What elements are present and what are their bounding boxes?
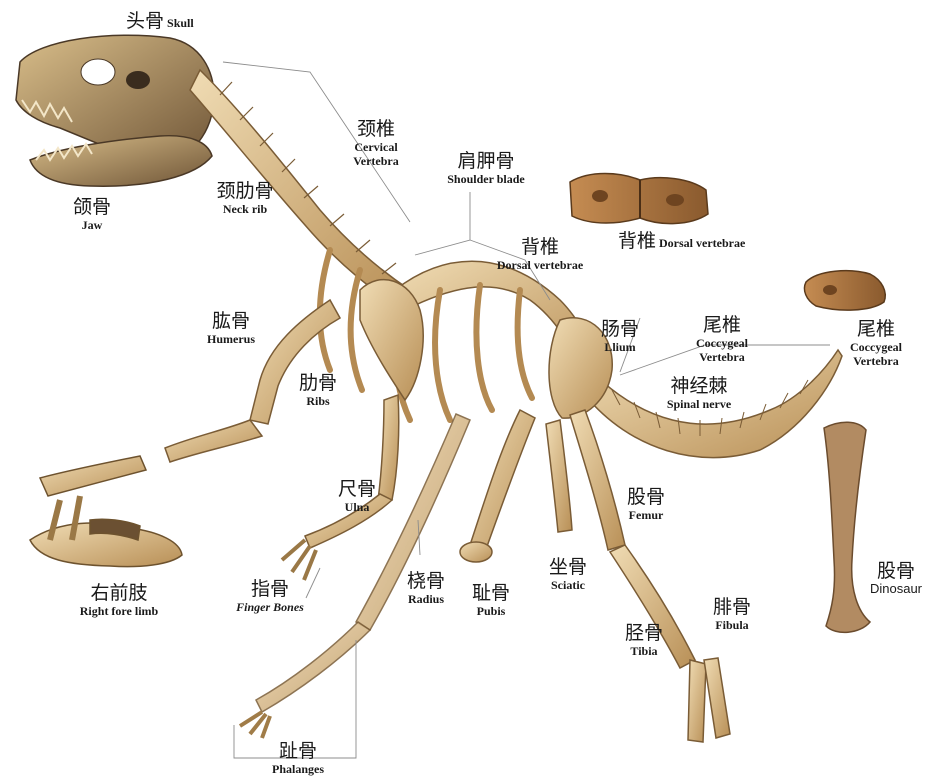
label-ulna: 尺骨 Ulna — [334, 478, 380, 514]
right-fore-limb-specimen-shape — [30, 456, 182, 567]
label-jaw-zh: 颌骨 — [62, 196, 122, 218]
label-neck-rib-en: Neck rib — [200, 202, 290, 216]
label-right-fore-limb: 右前肢 Right fore limb — [64, 582, 174, 618]
label-skull-zh: 头骨 — [126, 10, 164, 32]
label-femur: 股骨 Femur — [614, 486, 678, 522]
label-femur-en: Femur — [614, 508, 678, 522]
label-dorsal-specimen-en: Dorsal vertebrae — [659, 236, 745, 250]
label-tibia: 胫骨 Tibia — [620, 622, 668, 658]
label-fibula: 腓骨 Fibula — [704, 596, 760, 632]
shoulder-blade-shape — [360, 280, 423, 400]
label-right-fore-limb-zh: 右前肢 — [64, 582, 174, 604]
jaw-shape — [30, 136, 212, 187]
label-pubis-zh: 耻骨 — [464, 582, 518, 604]
label-ilium: 肠骨 Llium — [592, 318, 648, 354]
label-finger-bones: 指骨 Finger Bones — [222, 578, 318, 614]
label-sciatic-en: Sciatic — [540, 578, 596, 592]
label-fibula-en: Fibula — [704, 618, 760, 632]
label-finger-bones-en: Finger Bones — [222, 600, 318, 614]
femur-specimen-shape — [824, 422, 870, 632]
label-cervical-zh: 颈椎 — [340, 118, 412, 140]
label-neck-rib: 颈肋骨 Neck rib — [200, 180, 290, 216]
label-tibia-zh: 胫骨 — [620, 622, 668, 644]
label-phalanges: 趾骨 Phalanges — [262, 740, 334, 776]
label-coccygeal: 尾椎 Coccygeal Vertebra — [684, 314, 760, 364]
label-ilium-zh: 肠骨 — [592, 318, 648, 340]
label-ribs-en: Ribs — [296, 394, 340, 408]
label-cervical-en2: Vertebra — [340, 154, 412, 168]
label-skull-en: Skull — [167, 16, 194, 30]
label-dorsal-specimen-zh: 背椎 — [618, 230, 656, 252]
label-jaw: 颌骨 Jaw — [62, 196, 122, 232]
label-sciatic-zh: 坐骨 — [540, 556, 596, 578]
label-dorsal-vertebrae: 背椎 Dorsal vertebrae — [478, 236, 602, 272]
label-shoulder-blade-en: Shoulder blade — [430, 172, 542, 186]
label-coccygeal-specimen: 尾椎 Coccygeal Vertebra — [836, 318, 916, 368]
label-skull: 头骨Skull — [126, 10, 194, 32]
label-pubis: 耻骨 Pubis — [464, 582, 518, 618]
label-dorsal-en: Dorsal vertebrae — [478, 258, 602, 272]
label-dorsal-specimen: 背椎Dorsal vertebrae — [618, 230, 745, 252]
label-ribs: 肋骨 Ribs — [296, 372, 340, 408]
label-femur-zh: 股骨 — [614, 486, 678, 508]
label-spinal-nerve-en: Spinal nerve — [654, 397, 744, 411]
label-femur-specimen: 股骨 Dinosaur — [862, 560, 930, 596]
label-coccygeal-specimen-en2: Vertebra — [836, 354, 916, 368]
label-ulna-zh: 尺骨 — [334, 478, 380, 500]
label-coccygeal-en1: Coccygeal — [684, 336, 760, 350]
label-tibia-en: Tibia — [620, 644, 668, 658]
label-spinal-nerve-zh: 神经棘 — [654, 375, 744, 397]
label-humerus-zh: 肱骨 — [196, 310, 266, 332]
label-ilium-en: Llium — [592, 340, 648, 354]
label-ribs-zh: 肋骨 — [296, 372, 340, 394]
label-pubis-en: Pubis — [464, 604, 518, 618]
label-neck-rib-zh: 颈肋骨 — [200, 180, 290, 202]
label-phalanges-zh: 趾骨 — [262, 740, 334, 762]
label-phalanges-en: Phalanges — [262, 762, 334, 776]
pelvis-lower-shape — [460, 410, 572, 562]
label-radius-en: Radius — [398, 592, 454, 606]
label-shoulder-blade: 肩胛骨 Shoulder blade — [430, 150, 542, 186]
label-shoulder-blade-zh: 肩胛骨 — [430, 150, 542, 172]
label-radius: 桡骨 Radius — [398, 570, 454, 606]
label-cervical: 颈椎 Cervical Vertebra — [340, 118, 412, 168]
coccygeal-vertebra-specimen-shape — [804, 271, 885, 310]
label-right-fore-limb-en: Right fore limb — [64, 604, 174, 618]
label-coccygeal-specimen-en1: Coccygeal — [836, 340, 916, 354]
label-sciatic: 坐骨 Sciatic — [540, 556, 596, 592]
label-finger-bones-zh: 指骨 — [222, 578, 318, 600]
label-coccygeal-zh: 尾椎 — [684, 314, 760, 336]
label-cervical-en1: Cervical — [340, 140, 412, 154]
label-humerus: 肱骨 Humerus — [196, 310, 266, 346]
label-fibula-zh: 腓骨 — [704, 596, 760, 618]
label-femur-specimen-zh: 股骨 — [862, 560, 930, 582]
label-ulna-en: Ulna — [334, 500, 380, 514]
label-dorsal-zh: 背椎 — [478, 236, 602, 258]
neck-segment-lines — [220, 82, 396, 274]
dorsal-vertebra-specimen-shape — [570, 174, 708, 224]
label-coccygeal-specimen-zh: 尾椎 — [836, 318, 916, 340]
label-jaw-en: Jaw — [62, 218, 122, 232]
label-coccygeal-en2: Vertebra — [684, 350, 760, 364]
label-humerus-en: Humerus — [196, 332, 266, 346]
label-femur-specimen-en: Dinosaur — [862, 582, 930, 596]
label-radius-zh: 桡骨 — [398, 570, 454, 592]
label-spinal-nerve: 神经棘 Spinal nerve — [654, 375, 744, 411]
